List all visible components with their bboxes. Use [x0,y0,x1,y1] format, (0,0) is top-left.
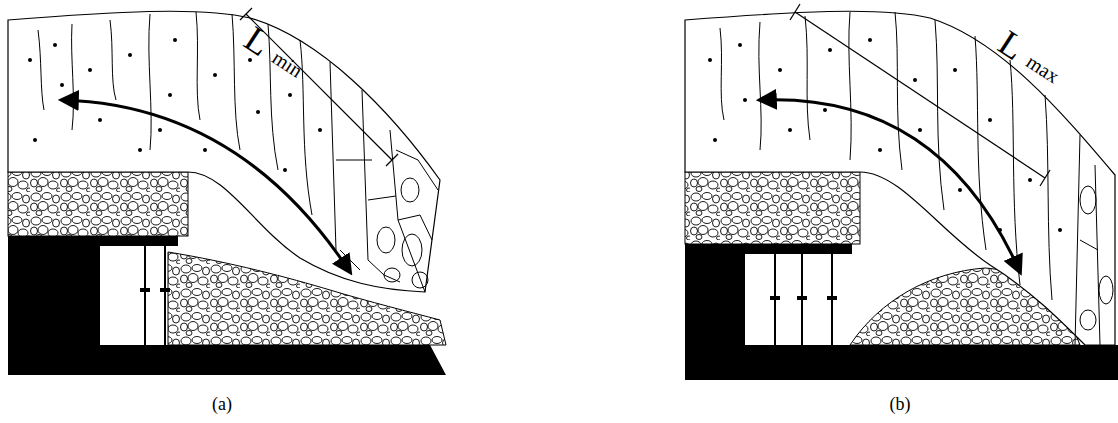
broken-blocks [377,178,428,288]
roof-stratum [685,11,1115,345]
gob-rubble [8,172,188,236]
hydraulic-support [770,254,837,345]
coal-seam [685,244,1118,380]
hydraulic-support [140,246,170,345]
dimension-symbol: L [992,24,1030,66]
double-arrow [62,100,350,272]
fracture-lines [720,12,1100,345]
double-arrow [760,100,1020,272]
coal-seam [8,236,446,375]
panel-label: (a) [212,395,232,413]
dimension-line [790,4,1050,186]
gob-rubble [685,172,860,244]
rock-dots [708,38,1062,232]
panel-b [685,4,1118,380]
panel-a [8,8,446,375]
panel-label: (b) [890,395,911,413]
rock-dots [28,38,322,172]
broken-blocks [1080,186,1113,330]
